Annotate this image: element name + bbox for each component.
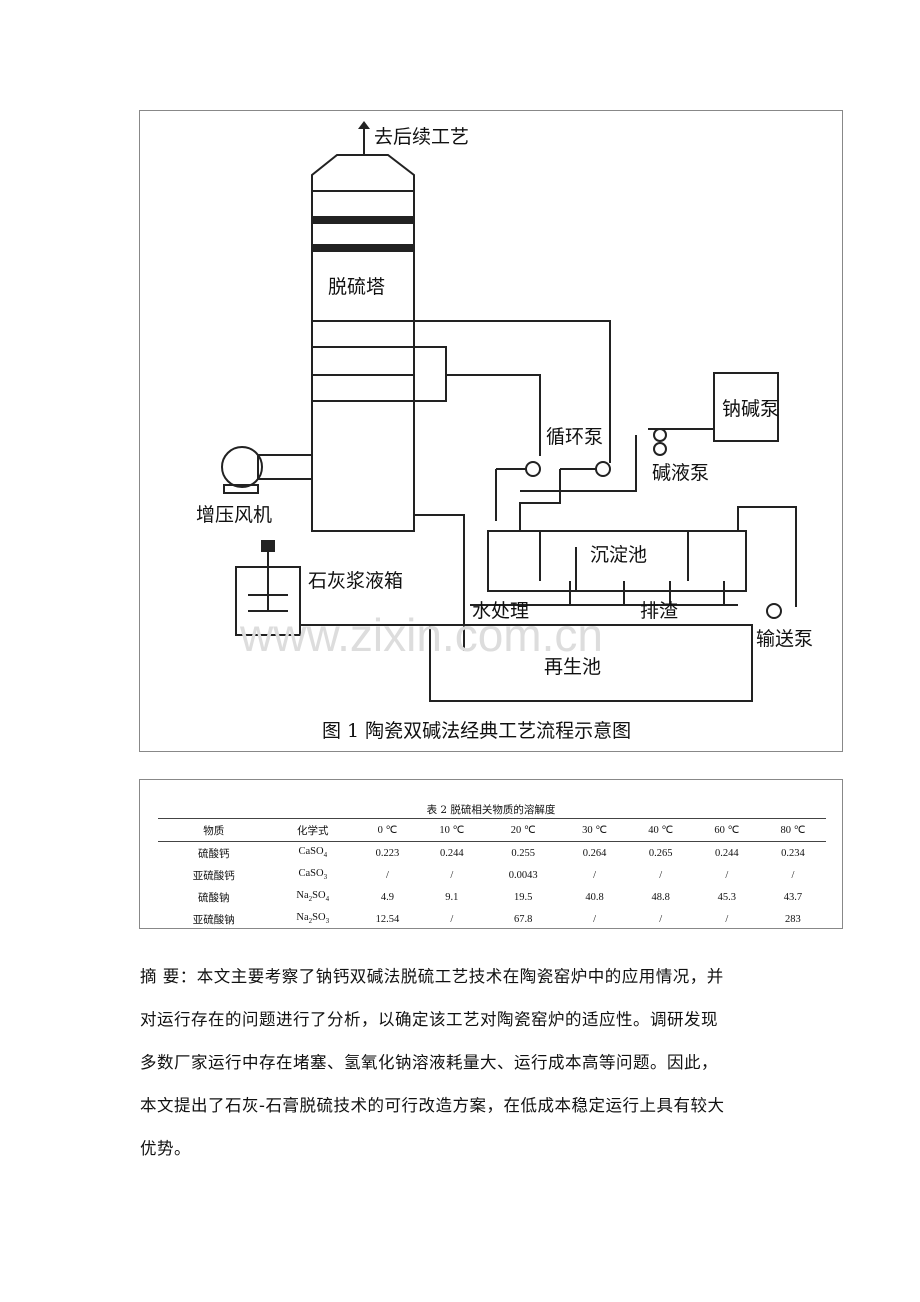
label-outlet: 去后续工艺 — [374, 126, 469, 148]
header-cell: 0 ℃ — [377, 825, 398, 836]
table-cell: 0.223 — [375, 847, 400, 859]
desulfurization-tower — [311, 190, 415, 532]
label-alkali-pump: 碱液泵 — [652, 462, 709, 484]
table-cell: 67.8 — [514, 913, 533, 925]
table-cell: / — [593, 913, 597, 925]
table-cell: / — [593, 869, 597, 881]
label-settling-tank: 沉淀池 — [590, 544, 647, 566]
table-cell: 12.54 — [375, 913, 400, 925]
transfer-pump — [766, 603, 782, 619]
regeneration-tank — [429, 624, 753, 702]
sodium-alkali-tank — [713, 372, 779, 442]
alkali-pump-2 — [653, 442, 667, 456]
circulation-pump-2 — [595, 461, 611, 477]
header-cell: 60 ℃ — [714, 825, 740, 836]
table-row: 硫酸钠 Na2SO4 4.9 9.1 19.5 40.8 48.8 45.3 4… — [158, 886, 826, 908]
label-lime-tank: 石灰浆液箱 — [308, 570, 403, 592]
table-cell: / — [386, 869, 389, 881]
outlet-arrow — [358, 121, 370, 129]
fan-base — [223, 484, 259, 494]
label-transfer-pump: 输送泵 — [756, 628, 813, 650]
chemical-formula: CaSO3 — [298, 868, 328, 882]
process-flow-diagram: www.zixin.com.cn 去后续工艺 脱硫塔 增压风机 石灰浆液箱 循环… — [196, 121, 813, 742]
pump-2-line — [519, 469, 561, 531]
booster-fan — [221, 446, 263, 488]
abstract-line: 多数厂家运行中存在堵塞、氢氧化钠溶液耗量大、运行成本高等问题。因此， — [140, 1053, 718, 1072]
packing-layer-1 — [311, 216, 415, 224]
table-cell: / — [791, 869, 795, 881]
table-cell: 0.265 — [648, 847, 673, 859]
table-cell: 43.7 — [783, 891, 803, 903]
table-cell: / — [725, 913, 729, 925]
table-cell: 9.1 — [445, 891, 459, 903]
chemical-formula: Na2SO4 — [296, 890, 330, 904]
abstract-line: 优势。 — [140, 1139, 191, 1158]
table-row: 亚硫酸钙 CaSO3 / / 0.0043 / / / / — [158, 864, 826, 886]
header-cell: 30 ℃ — [582, 825, 608, 836]
table-cell: / — [659, 869, 663, 881]
abstract-line: 对运行存在的问题进行了分析，以确定该工艺对陶瓷窑炉的适应性。调研发现 — [140, 1010, 718, 1029]
spray-pipe-1 — [414, 320, 611, 463]
figure-caption: 图 1 陶瓷双碱法经典工艺流程示意图 — [322, 720, 631, 742]
table-cell: 0.255 — [511, 847, 536, 859]
watermark-text: www.zixin.com.cn — [239, 609, 603, 661]
spray-pipe-2 — [446, 374, 541, 456]
label-tower: 脱硫塔 — [328, 276, 385, 298]
table-cell: 40.8 — [585, 891, 604, 903]
settling-tank — [487, 530, 747, 592]
solubility-table: 物质 化学式 0 ℃ 10 ℃ 20 ℃ 30 ℃ 40 ℃ 60 ℃ 80 ℃… — [158, 818, 826, 928]
header-cell: 物质 — [203, 825, 225, 837]
label-regen-tank: 再生池 — [544, 656, 601, 678]
label-slag-discharge: 排渣 — [640, 600, 678, 622]
tower-top — [311, 154, 415, 192]
abstract-line: 本文提出了石灰-石膏脱硫技术的可行改造方案，在低成本稳定运行上具有较大 — [140, 1096, 725, 1115]
table-caption: 表 2 脱硫相关物质的溶解度 — [426, 804, 556, 816]
table-cell: 48.8 — [651, 891, 670, 903]
table-row: 亚硫酸钠 Na2SO3 12.54 / 67.8 / / / 283 — [158, 908, 826, 928]
solubility-table-box: 表 2 脱硫相关物质的溶解度 物质 化学式 0 ℃ 10 ℃ 20 ℃ 30 ℃… — [139, 779, 843, 929]
header-cell: 10 ℃ — [439, 825, 465, 836]
label-circulation-pump: 循环泵 — [546, 426, 603, 448]
substance-name: 亚硫酸钙 — [192, 869, 235, 882]
table-cell: 0.0043 — [508, 869, 538, 881]
table-cell: 19.5 — [514, 891, 533, 903]
label-water-treatment: 水处理 — [472, 600, 529, 622]
table-cell: 0.244 — [714, 847, 739, 859]
packing-layer-2 — [311, 244, 415, 252]
chemical-formula: CaSO4 — [298, 846, 328, 860]
alkali-pump-1 — [653, 428, 667, 442]
table-header-row: 物质 化学式 0 ℃ 10 ℃ 20 ℃ 30 ℃ 40 ℃ 60 ℃ 80 ℃ — [158, 818, 826, 842]
header-cell: 40 ℃ — [648, 825, 674, 836]
fan-duct — [257, 454, 313, 480]
table-cell: / — [450, 913, 454, 925]
agitator-motor — [261, 540, 275, 552]
process-flow-figure: www.zixin.com.cn 去后续工艺 脱硫塔 增压风机 石灰浆液箱 循环… — [139, 110, 843, 752]
table-row: 硫酸钙 CaSO4 0.223 0.244 0.255 0.264 0.265 … — [158, 842, 826, 865]
table-cell: / — [725, 869, 729, 881]
table-cell: / — [450, 869, 454, 881]
label-sodium-pump: 钠碱泵 — [722, 398, 779, 420]
abstract-paragraph: 摘 要：本文主要考察了钠钙双碱法脱硫工艺技术在陶瓷窑炉中的应用情况，并 对运行存… — [140, 955, 800, 1170]
table-cell: 45.3 — [717, 891, 736, 903]
table-cell: 0.244 — [440, 847, 464, 859]
tower-bottom-pipe — [414, 514, 465, 651]
circulation-pump-1 — [525, 461, 541, 477]
spray-manifold — [414, 346, 447, 402]
header-cell: 化学式 — [297, 825, 329, 837]
substance-name: 硫酸钠 — [197, 891, 230, 904]
alkali-line — [520, 435, 637, 492]
header-cell: 80 ℃ — [780, 825, 806, 836]
table-cell: 283 — [785, 913, 801, 925]
table-cell: 4.9 — [380, 891, 395, 903]
table-cell: 0.234 — [781, 847, 805, 859]
chemical-formula: Na2SO3 — [296, 912, 330, 926]
header-cell: 20 ℃ — [510, 825, 536, 836]
abstract-line: 摘 要：本文主要考察了钠钙双碱法脱硫工艺技术在陶瓷窑炉中的应用情况，并 — [140, 967, 724, 986]
table-cell: / — [659, 913, 663, 925]
label-booster-fan: 增压风机 — [196, 504, 272, 526]
substance-name: 亚硫酸钠 — [192, 913, 235, 926]
substance-name: 硫酸钙 — [197, 847, 230, 860]
table-cell: 0.264 — [582, 847, 607, 859]
transfer-return — [737, 506, 797, 607]
